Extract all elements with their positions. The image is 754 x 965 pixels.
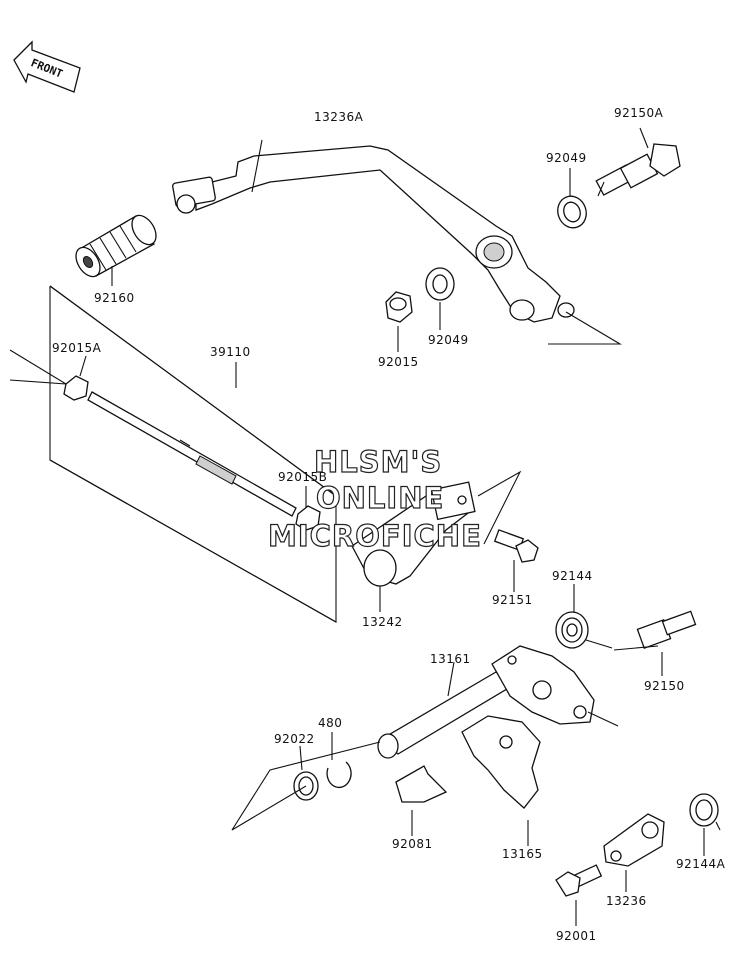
pedal-rubber-92160 xyxy=(75,214,157,278)
label-13242: 13242 xyxy=(362,615,403,629)
label-92150a: 92150A xyxy=(614,106,664,120)
label-92015: 92015 xyxy=(378,355,419,369)
label-92015b: 92015B xyxy=(278,470,327,484)
nut-92015 xyxy=(385,291,413,323)
tie-rod-group-box xyxy=(49,285,337,623)
label-92151: 92151 xyxy=(492,593,533,607)
clip-92081 xyxy=(395,765,448,803)
front-arrow-icon: FRONT xyxy=(13,40,81,93)
circlip-480 xyxy=(326,761,352,789)
bolt-92150a xyxy=(595,143,681,197)
spring-92144 xyxy=(555,611,613,649)
shift-pedal-lever xyxy=(172,145,575,323)
watermark: HLSM'S ONLINE MICROFICHE xyxy=(267,444,482,553)
label-39110: 39110 xyxy=(210,345,251,359)
label-13165: 13165 xyxy=(502,847,543,861)
spring-92144a xyxy=(689,793,721,831)
shift-shaft-13161 xyxy=(377,645,595,759)
plate-13165 xyxy=(461,715,541,809)
label-92001: 92001 xyxy=(556,929,597,943)
watermark-line-3: MICROFICHE xyxy=(268,519,482,553)
watermark-line-1: HLSM'S xyxy=(314,445,442,479)
label-92144a: 92144A xyxy=(676,857,726,871)
label-480: 480 xyxy=(318,716,342,730)
label-13161: 13161 xyxy=(430,652,471,666)
lever-13236 xyxy=(603,813,665,867)
label-92049-mid: 92049 xyxy=(428,333,469,347)
label-13236a: 13236A xyxy=(314,110,364,124)
joint-13242 xyxy=(351,481,476,587)
label-92160: 92160 xyxy=(94,291,135,305)
label-92150: 92150 xyxy=(644,679,685,693)
seal-92049-top xyxy=(557,195,587,229)
label-92022: 92022 xyxy=(274,732,315,746)
label-92144: 92144 xyxy=(552,569,593,583)
label-92015a: 92015A xyxy=(52,341,102,355)
washer-92049-mid xyxy=(425,267,455,301)
leader-lines xyxy=(9,127,705,926)
part-labels: 13236A 92150A 92049 92160 92015 92049 92… xyxy=(52,106,726,943)
label-92081: 92081 xyxy=(392,837,433,851)
label-13236: 13236 xyxy=(606,894,647,908)
bolt-92151 xyxy=(493,529,539,563)
tie-rod-39110 xyxy=(63,375,321,531)
bolt-92001 xyxy=(555,864,603,897)
watermark-line-2: ONLINE xyxy=(316,481,444,515)
label-92049-top: 92049 xyxy=(546,151,587,165)
bolt-92150 xyxy=(636,610,697,650)
